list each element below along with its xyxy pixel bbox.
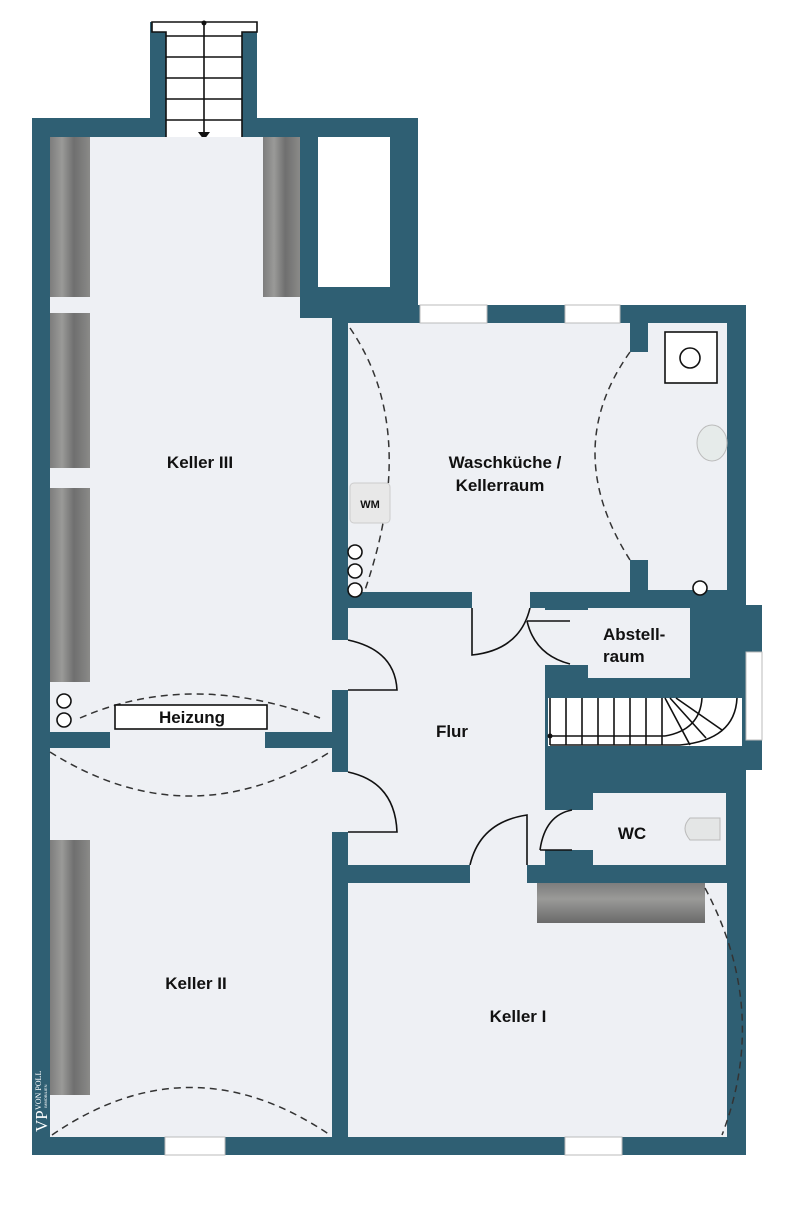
label-keller2: Keller II bbox=[165, 974, 226, 993]
fixtures: WM bbox=[56, 331, 728, 841]
label-waschkueche-2: Kellerraum bbox=[456, 476, 545, 495]
logo-mark: VP bbox=[32, 1110, 51, 1132]
von-poll-logo: VP VON POLL IMMOBILIEN bbox=[32, 1071, 51, 1132]
shelves bbox=[50, 137, 705, 1095]
entrance-stairs bbox=[151, 20, 258, 141]
washing-machine-icon bbox=[349, 482, 391, 524]
washing-machine-label: WM bbox=[360, 499, 380, 511]
label-abstell-2: raum bbox=[603, 647, 645, 666]
label-waschkueche-1: Waschküche / bbox=[449, 453, 562, 472]
heating-unit bbox=[114, 704, 268, 730]
label-keller1: Keller I bbox=[490, 1007, 547, 1026]
sink-icon bbox=[696, 424, 728, 462]
label-heizung: Heizung bbox=[159, 708, 225, 727]
label-keller3: Keller III bbox=[167, 453, 233, 472]
label-flur: Flur bbox=[436, 722, 468, 741]
logo-sub: IMMOBILIEN bbox=[43, 1084, 48, 1108]
toilet-icon bbox=[684, 817, 721, 841]
doors bbox=[49, 327, 744, 1136]
room-labels: Keller III Waschküche / Kellerraum Abste… bbox=[159, 453, 665, 1026]
label-wc: WC bbox=[618, 824, 646, 843]
room-floors bbox=[50, 137, 727, 1137]
logo-name: VON POLL bbox=[34, 1071, 43, 1110]
label-abstell-1: Abstell- bbox=[603, 625, 665, 644]
windows bbox=[164, 304, 763, 1156]
interior-stairs bbox=[547, 697, 742, 746]
